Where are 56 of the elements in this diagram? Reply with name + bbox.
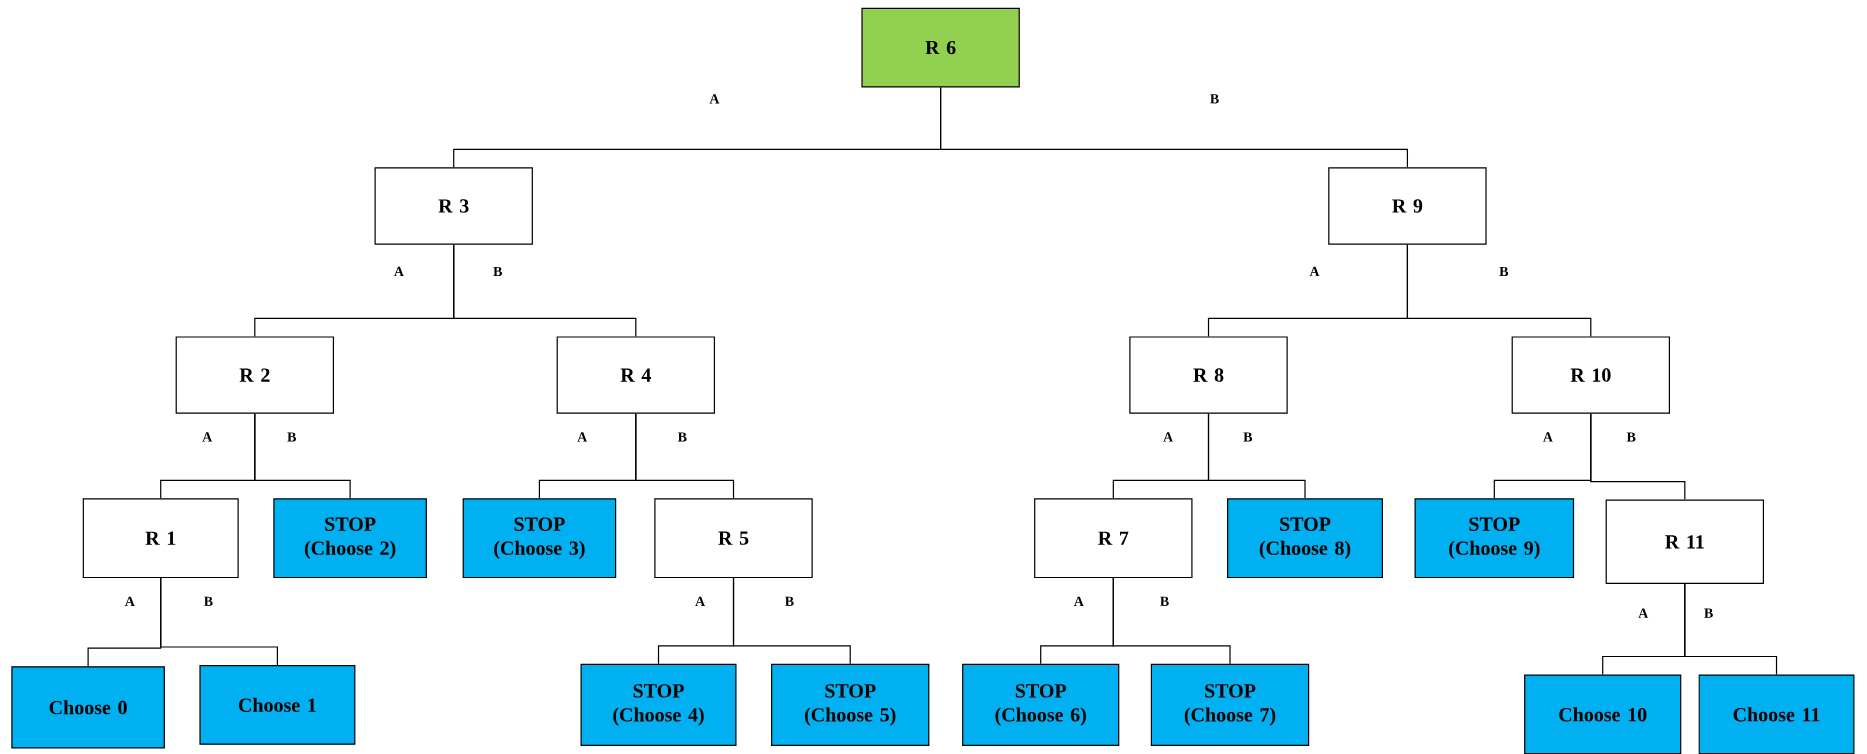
edge-label: B [1702, 607, 1715, 619]
decision-box: R 4 [556, 336, 715, 414]
edge-label: A [1637, 607, 1650, 619]
edge-label: A [1072, 595, 1085, 607]
edge-label: B [1242, 431, 1254, 443]
connector [940, 86, 1408, 168]
edge-label: A [708, 93, 721, 105]
decision-box: R 7 [1034, 498, 1193, 579]
outcome-box: Choose 0 [11, 666, 165, 749]
connector [453, 244, 637, 337]
outcome-box: Choose 11 [1698, 674, 1855, 754]
outcome-box: STOP (Choose 3) [462, 498, 617, 579]
edge-label: B [492, 265, 504, 278]
edge-label: A [1162, 431, 1175, 443]
outcome-box: STOP (Choose 8) [1227, 498, 1383, 579]
decision-box: R 10 [1511, 336, 1670, 414]
decision-box: R 1 [82, 498, 239, 579]
connector [1590, 413, 1686, 501]
edge-label: A [1541, 431, 1554, 443]
edge-label: B [676, 431, 688, 443]
connector [1684, 583, 1778, 676]
connector [635, 413, 735, 499]
edge-label: B [1498, 265, 1510, 278]
outcome-box: STOP (Choose 7) [1150, 663, 1310, 746]
connector [254, 413, 351, 499]
connector [160, 577, 279, 666]
outcome-box: Choose 10 [1524, 674, 1682, 754]
edge-label: A [694, 595, 707, 607]
edge-label: B [1625, 431, 1637, 443]
connector [1406, 244, 1592, 337]
outcome-box: STOP (Choose 5) [771, 663, 930, 746]
outcome-box: STOP (Choose 4) [580, 663, 737, 746]
outcome-box: STOP (Choose 2) [273, 498, 427, 579]
edge-label: B [1208, 93, 1221, 105]
decision-box: R 2 [175, 336, 335, 414]
connector [1207, 413, 1306, 499]
connector [732, 577, 851, 665]
outcome-box: STOP (Choose 9) [1414, 498, 1575, 579]
decision-box: R 5 [654, 498, 813, 579]
edge-label: A [392, 265, 405, 278]
decision-box: R 11 [1605, 499, 1764, 585]
edge-label: A [123, 595, 136, 607]
connector [1112, 577, 1231, 665]
decision-box: R 9 [1328, 167, 1487, 245]
edge-label: B [783, 595, 796, 607]
outcome-box: Choose 1 [199, 665, 356, 745]
outcome-box: STOP (Choose 6) [962, 663, 1120, 746]
edge-label: A [201, 431, 214, 443]
root-box: R 6 [861, 7, 1020, 88]
decision-box: R 8 [1129, 336, 1288, 414]
edge-label: B [1158, 595, 1171, 607]
edge-label: A [1308, 265, 1321, 278]
edge-label: B [286, 431, 298, 443]
edge-label: B [202, 595, 215, 607]
decision-box: R 3 [374, 167, 533, 245]
edge-label: A [576, 431, 589, 443]
